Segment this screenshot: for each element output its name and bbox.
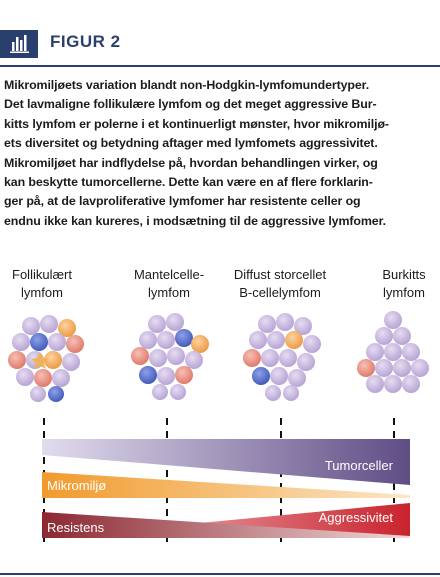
tumor-cell [166,313,184,331]
band-label-mikromiljo: Mikromiljø [47,478,106,493]
header-divider [0,65,440,67]
tumor-cell [139,331,157,349]
tumor-cell [22,317,40,335]
tumor-cell [170,384,186,400]
stroma-cell [191,335,209,353]
cluster-burkitts-lymfom [357,311,429,393]
tumor-cell [276,313,294,331]
tumor-cell [402,375,420,393]
label-follikulaert-lymfom: Follikulært lymfom [0,266,97,302]
b-cell [139,366,157,384]
caption-line: kitts lymfom er polerne i et kontinuerli… [4,116,389,131]
caption-line: endnu ikke kan kureres, i modsætning til… [4,213,386,228]
figure-caption: Mikromiljøets variation blandt non-Hodgk… [4,76,434,231]
cluster-follikulaert-lymfom [8,315,84,402]
bar-chart-icon [0,30,38,58]
t-cell [175,366,193,384]
caption-line: Det lavmaligne follikulære lymfom og det… [4,97,377,112]
tumor-cell [375,359,393,377]
caption-line: ets diversitet og betydning aftager med … [4,136,378,151]
tumor-cell [52,369,70,387]
t-cell [34,369,52,387]
tumor-cell [157,367,175,385]
label-line: Follikulært [12,267,72,282]
cluster-diffust-storcellet-b-cellelymfom [243,313,321,401]
tumor-cell [16,368,34,386]
band-label-tumorceller: Tumorceller [325,458,394,473]
tumor-cell [62,353,80,371]
tumor-cell [366,375,384,393]
b-cell [30,333,48,351]
tumor-cell [384,343,402,361]
figure-header: FIGUR 2 [0,0,440,67]
tumor-cell [185,351,203,369]
tumor-cell [294,317,312,335]
dendritic-cell [31,352,49,369]
tumor-cell [12,333,30,351]
tumor-cell [148,315,166,333]
band-resistens [42,512,410,538]
tumor-cell [267,331,285,349]
bottom-divider [0,573,440,575]
tumor-cell [297,353,315,371]
tumor-cell [270,367,288,385]
tumor-cell [288,369,306,387]
t-cell [243,349,261,367]
caption-line: ger på, at de lavproliferative lymfomer … [4,194,361,209]
t-cell [66,335,84,353]
caption-line: Mikromiljøets variation blandt non-Hodgk… [4,78,370,92]
t-cell [131,347,149,365]
stroma-cell [58,319,76,337]
label-line: Mantelcelle- [133,267,205,282]
label-line: Diffust storcellet [233,267,327,282]
tumor-cell [366,343,384,361]
stroma-cell [285,331,303,349]
caption-line: Mikromiljøet har indflydelse på, hvordan… [4,155,378,170]
band-tumorceller [42,439,410,485]
microenvironment-diagram: Tumorceller Mikromiljø Aggressivitet Res… [8,311,429,545]
b-cell [175,329,193,347]
t-cell [357,359,375,377]
tumor-cell [48,333,66,351]
tumor-cell [157,331,175,349]
tumor-cell [149,349,167,367]
tumor-cell [283,385,299,401]
label-diffust-storcellet-b-cellelymfom: Diffust storcellet B-cellelymfom [225,266,335,302]
tumor-cell [40,315,58,333]
label-line: Burkitts [382,267,426,282]
label-burkitts-lymfom: Burkitts lymfom [349,266,440,302]
tumor-cell [261,349,279,367]
tumor-cell [30,386,46,402]
label-line: lymfom [148,285,190,300]
label-line: B-cellelymfom [239,285,321,300]
tumor-cell [258,315,276,333]
tumor-cell [167,347,185,365]
b-cell [252,367,270,385]
tumor-cell [393,327,411,345]
tumor-cell [303,335,321,353]
cluster-mantelcelle-lymfom [131,313,209,400]
tumor-cell [411,359,429,377]
stroma-cell [44,351,62,369]
label-line: lymfom [383,285,425,300]
figure-title: FIGUR 2 [50,32,121,51]
band-mikromiljo [42,472,410,498]
tumor-cell [402,343,420,361]
tumor-cell [384,311,402,329]
tumor-cell [152,384,168,400]
tumor-cell [265,385,281,401]
band-label-aggressivitet: Aggressivitet [319,510,394,525]
tumor-cell [279,349,297,367]
tumor-cell [375,327,393,345]
tumor-cell [393,359,411,377]
band-label-resistens: Resistens [47,520,105,535]
t-cell [8,351,26,369]
label-mantelcelle-lymfom: Mantelcelle- lymfom [114,266,224,302]
caption-line: kan beskytte tumorcellerne. Dette kan væ… [4,175,373,190]
tumor-cell [249,331,267,349]
tumor-cell [384,375,402,393]
b-cell [48,386,64,402]
label-line: lymfom [21,285,63,300]
